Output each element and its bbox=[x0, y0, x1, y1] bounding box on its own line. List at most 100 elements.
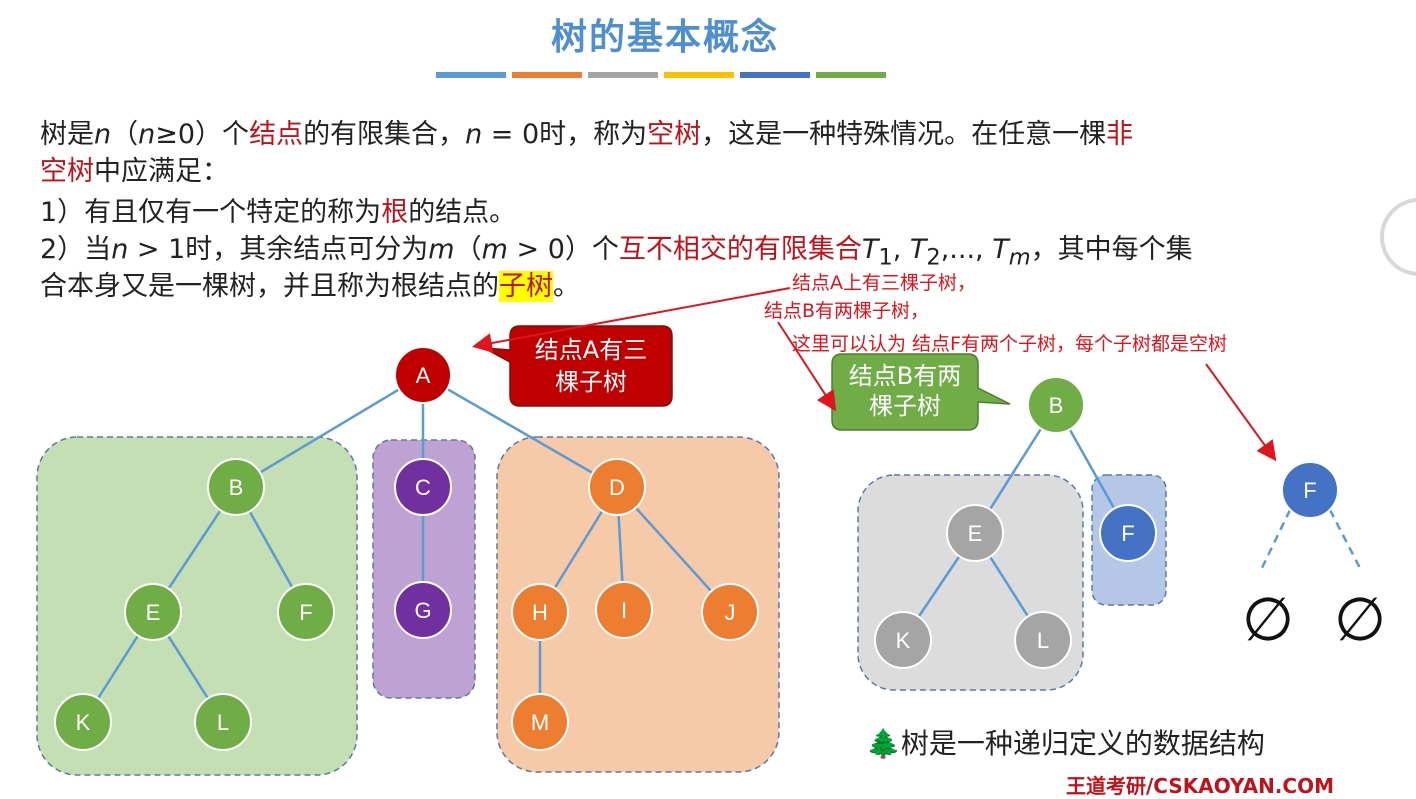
var-n: n bbox=[138, 119, 156, 150]
var-t: T bbox=[992, 234, 1009, 265]
svg-text:K: K bbox=[76, 710, 91, 735]
callout-a-line-2: 棵子树 bbox=[555, 368, 627, 396]
accent-bar bbox=[588, 72, 658, 78]
tree-node: K bbox=[54, 693, 112, 751]
term-empty-tree: 空树 bbox=[40, 156, 94, 187]
subtree-box-b bbox=[36, 436, 358, 776]
edge-dashed bbox=[1328, 509, 1364, 573]
arrow-to-b bbox=[777, 321, 837, 412]
definition-line-5: 合本身又是一棵树，并且称为根结点的子树。 bbox=[40, 268, 580, 305]
tree-f-nodes: F ∅ ∅ bbox=[1242, 461, 1386, 655]
term-disjoint-sets: 互不相交的有限集合 bbox=[618, 234, 862, 265]
term-node: 结点 bbox=[249, 119, 304, 150]
svg-text:B: B bbox=[229, 475, 244, 500]
tree-node: B bbox=[1027, 376, 1085, 434]
tree-node: H bbox=[511, 583, 569, 641]
tree-node: M bbox=[511, 693, 569, 751]
svg-text:J: J bbox=[725, 600, 736, 625]
var-n: n bbox=[94, 119, 112, 150]
subscript: 1 bbox=[878, 244, 893, 271]
tree-node: D bbox=[588, 458, 646, 516]
empty-set-left: ∅ bbox=[1242, 585, 1294, 655]
tree-node: J bbox=[701, 583, 759, 641]
svg-text:C: C bbox=[415, 475, 431, 500]
page-title: 树的基本概念 bbox=[550, 17, 779, 58]
tree-node: F bbox=[1281, 461, 1339, 519]
brand-footer: 王道考研/CSKAOYAN.COM bbox=[1066, 774, 1334, 798]
callout-b bbox=[831, 353, 1011, 431]
definition-line-4: 2）当n > 1时，其余结点可分为m（m > 0）个互不相交的有限集合T1, T… bbox=[40, 231, 1193, 276]
tree-f-edges bbox=[1258, 509, 1364, 573]
svg-text:L: L bbox=[217, 710, 229, 735]
accent-bar bbox=[512, 72, 582, 78]
svg-text:B: B bbox=[1049, 393, 1064, 418]
svg-text:E: E bbox=[968, 521, 983, 546]
accent-bar bbox=[436, 72, 506, 78]
svg-text:F: F bbox=[1303, 478, 1316, 503]
definition-line-3: 1）有且仅有一个特定的称为根的结点。 bbox=[40, 194, 516, 231]
term-non: 非 bbox=[1106, 119, 1134, 150]
svg-text:E: E bbox=[146, 600, 161, 625]
subscript: 2 bbox=[926, 244, 941, 271]
var-t: T bbox=[909, 234, 927, 265]
svg-text:K: K bbox=[896, 628, 911, 653]
edge-dashed bbox=[1258, 509, 1292, 573]
accent-bars bbox=[436, 72, 886, 78]
annotation-arrows bbox=[472, 287, 1277, 462]
tree-node: G bbox=[394, 581, 452, 639]
term-subtree: 子树 bbox=[499, 271, 553, 302]
tree-node: C bbox=[394, 458, 452, 516]
text: ,..., bbox=[940, 234, 993, 265]
text: , bbox=[892, 234, 910, 265]
term-root: 根 bbox=[381, 197, 409, 228]
text: （ bbox=[454, 234, 482, 265]
tree-node: A bbox=[394, 346, 452, 404]
accent-bar bbox=[664, 72, 734, 78]
text: 的结点。 bbox=[408, 197, 517, 228]
svg-text:I: I bbox=[621, 598, 627, 623]
tree-node: E bbox=[124, 583, 182, 641]
var-m: m bbox=[481, 234, 508, 265]
callout-b-line-1: 结点B有两 bbox=[849, 362, 961, 390]
svg-text:L: L bbox=[1037, 628, 1049, 653]
text: = 0时，称为 bbox=[482, 119, 648, 150]
text: 的有限集合， bbox=[303, 119, 466, 150]
svg-text:D: D bbox=[609, 475, 625, 500]
text: > 0）个 bbox=[507, 234, 619, 265]
callout-b-line-2: 棵子树 bbox=[869, 392, 941, 420]
var-n: n bbox=[111, 234, 129, 265]
arrow-to-a bbox=[472, 287, 791, 353]
callout-a bbox=[483, 325, 673, 407]
svg-text:M: M bbox=[531, 710, 549, 735]
annotation-line-3: 这里可以认为 结点F有两个子树，每个子树都是空树 bbox=[792, 333, 1227, 355]
svg-text:G: G bbox=[414, 598, 431, 623]
tree-b-nodes: B E F K L bbox=[874, 376, 1157, 669]
edge bbox=[235, 373, 424, 489]
var-n: n bbox=[465, 119, 483, 150]
accent-bar bbox=[740, 72, 810, 78]
text: 2）当 bbox=[40, 234, 112, 265]
text: 树是 bbox=[40, 119, 94, 150]
text: ≥0）个 bbox=[155, 119, 250, 150]
var-t: T bbox=[861, 234, 879, 265]
annotation-line-1: 结点A上有三棵子树， bbox=[792, 272, 976, 294]
tree-node: F bbox=[277, 583, 335, 641]
svg-text:F: F bbox=[299, 600, 312, 625]
tree-node: I bbox=[595, 581, 653, 639]
text: 。 bbox=[553, 271, 580, 302]
text: ，其中每个集 bbox=[1030, 234, 1193, 265]
tree-node: F bbox=[1099, 504, 1157, 562]
tree-node: K bbox=[874, 611, 932, 669]
tree-node: L bbox=[1014, 611, 1072, 669]
definition-line-1: 树是n（n≥0）个结点的有限集合，n = 0时，称为空树，这是一种特殊情况。在任… bbox=[40, 116, 1133, 153]
recursive-definition-note: 🌲树是一种递归定义的数据结构 bbox=[866, 727, 1265, 760]
svg-text:F: F bbox=[1121, 521, 1134, 546]
definition-line-2: 空树中应满足： bbox=[40, 153, 229, 190]
empty-set-right: ∅ bbox=[1334, 585, 1386, 655]
callout-a-line-1: 结点A有三 bbox=[535, 336, 647, 364]
tree-node: E bbox=[946, 504, 1004, 562]
text: 中应满足： bbox=[94, 156, 229, 187]
subscript: m bbox=[1008, 244, 1031, 271]
svg-text:H: H bbox=[532, 600, 548, 625]
